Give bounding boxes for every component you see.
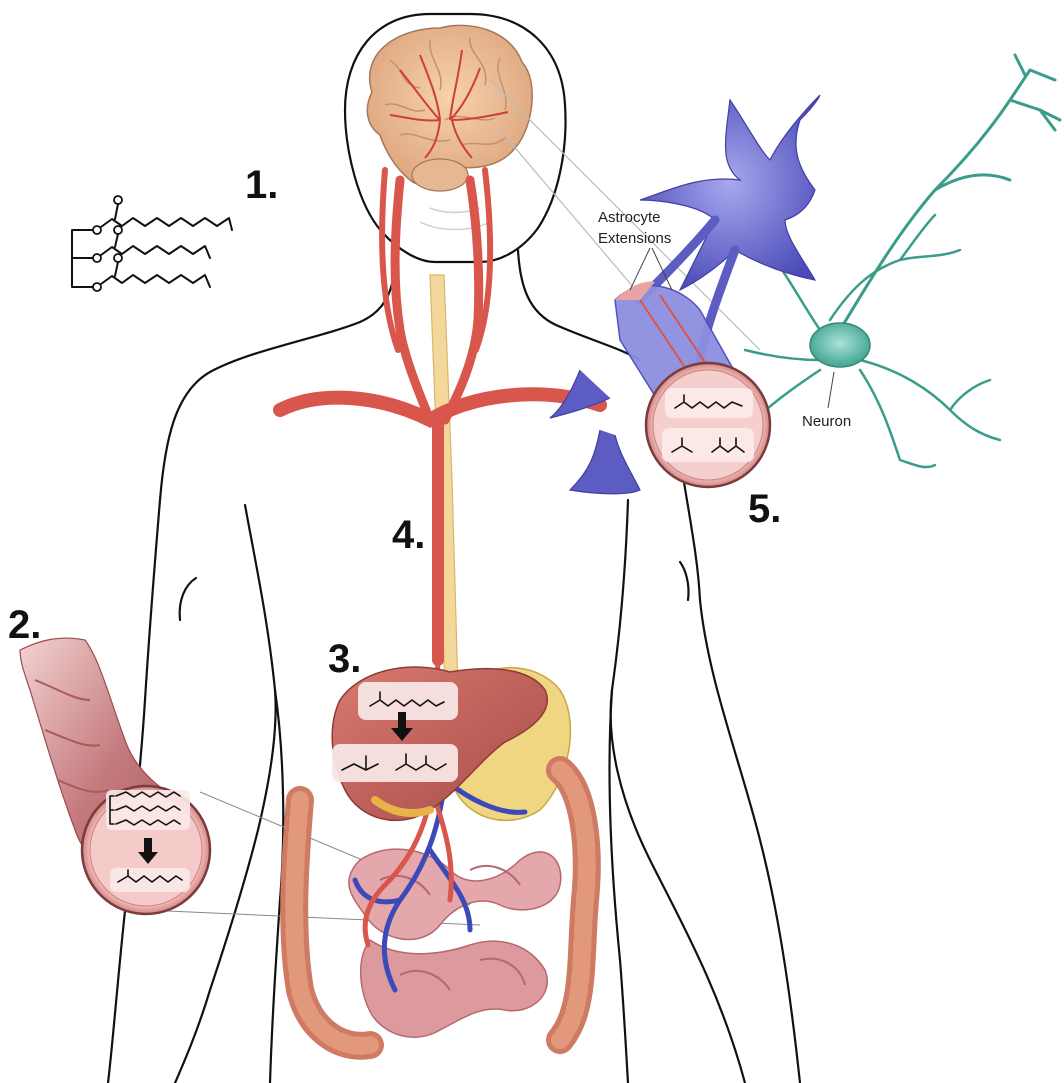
step-4-label: 4.	[392, 513, 425, 557]
neuron-label: Neuron	[802, 413, 851, 430]
triglyceride-molecule-icon	[72, 196, 232, 291]
vessel-zoom-circle	[646, 363, 770, 487]
right-inner-arm	[611, 500, 745, 1083]
intestine-zoom-circle	[82, 786, 210, 914]
step-5-label: 5.	[748, 487, 781, 531]
right-upper-arm	[682, 470, 700, 600]
left-armpit-crease	[180, 578, 196, 620]
right-armpit-crease	[680, 562, 689, 600]
astrocyte-label-line1: Astrocyte	[598, 209, 661, 226]
brain-icon	[367, 25, 532, 191]
step-1-label: 1.	[245, 163, 278, 207]
step-3-label: 3.	[328, 637, 361, 681]
artery-icon	[280, 170, 600, 660]
astrocyte-label-line2: Extensions	[598, 230, 671, 247]
step-2-label: 2.	[8, 603, 41, 647]
right-outer-arm	[700, 600, 800, 1083]
left-inner-arm	[175, 505, 276, 1083]
